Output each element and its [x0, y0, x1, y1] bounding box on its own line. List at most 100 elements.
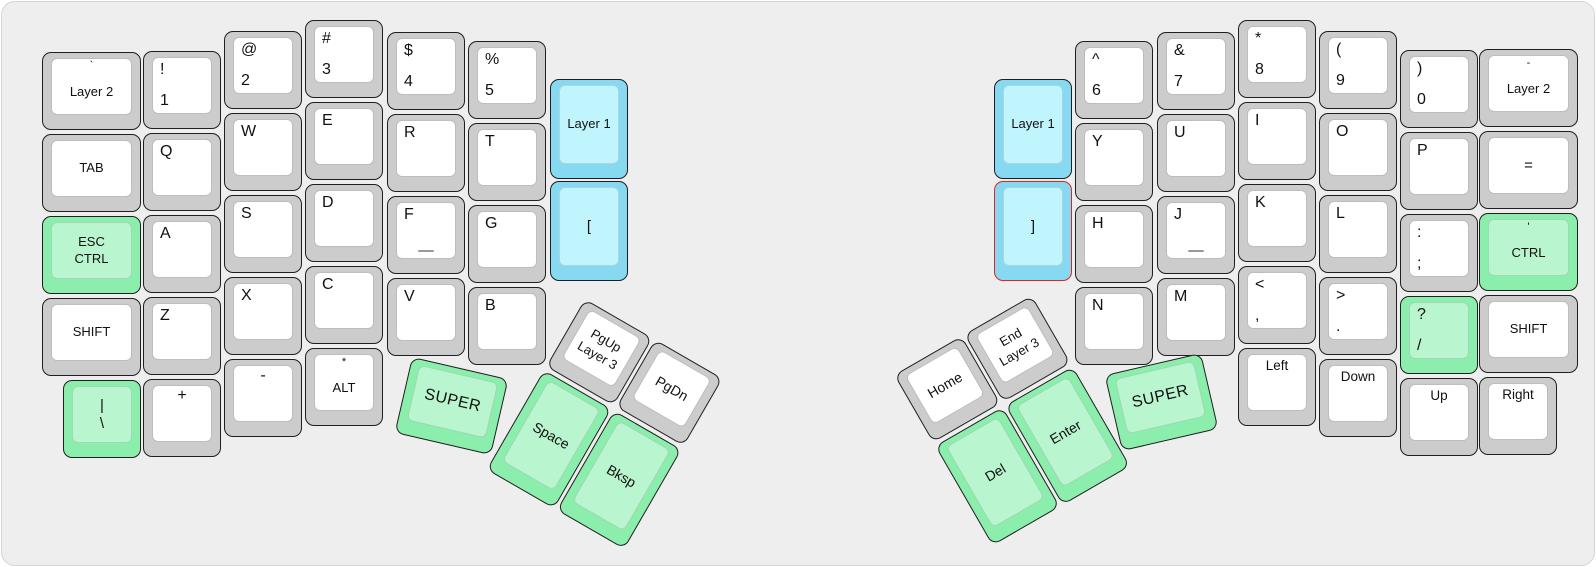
keycap-top: $4	[396, 38, 456, 95]
key-legend: G	[485, 215, 498, 232]
key-u[interactable]: U	[1157, 114, 1235, 192]
key-legend: X	[241, 287, 252, 304]
key-t[interactable]: T	[468, 123, 546, 201]
key-r[interactable]: R	[387, 114, 465, 192]
key-legend: K	[1255, 194, 1266, 211]
key-legend: )	[1417, 60, 1423, 77]
keycap-top: Layer 1	[1003, 85, 1063, 164]
keycap-top: (9	[1328, 37, 1388, 94]
key-minus-left[interactable]: -	[224, 359, 302, 437]
key-legend: L	[1336, 205, 1345, 222]
key-super-right[interactable]: SUPER	[1104, 352, 1219, 452]
keycap-top: W	[233, 119, 293, 176]
key-caret-6[interactable]: ^6	[1075, 41, 1153, 119]
key-legend: 7	[1174, 72, 1183, 90]
key-l[interactable]: L	[1319, 195, 1397, 273]
key-equals[interactable]: =	[1479, 131, 1578, 209]
key-asterisk-8[interactable]: *8	[1238, 20, 1316, 98]
key-grave-layer2[interactable]: `Layer 2	[42, 52, 141, 130]
key-legend: 9	[1336, 71, 1345, 89]
key-super-left[interactable]: SUPER	[394, 356, 509, 456]
key-arrow-up[interactable]: Up	[1400, 378, 1478, 456]
key-legend: *	[341, 356, 347, 368]
key-legend: TAB	[79, 160, 104, 176]
key-legend: SUPER	[422, 385, 483, 416]
key-g[interactable]: G	[468, 205, 546, 283]
keycap-top: O	[1328, 119, 1388, 176]
key-at-2[interactable]: @2	[224, 31, 302, 109]
key-asterisk-alt[interactable]: *ALT	[305, 348, 383, 426]
keycap-top: SHIFT	[51, 304, 132, 361]
key-y[interactable]: Y	[1075, 123, 1153, 201]
key-arrow-right[interactable]: Right	[1479, 377, 1557, 455]
key-v[interactable]: V	[387, 278, 465, 356]
key-k[interactable]: K	[1238, 184, 1316, 262]
key-hash-3[interactable]: #3	[305, 20, 383, 98]
key-i[interactable]: I	[1238, 102, 1316, 180]
key-rbracket[interactable]: ]	[994, 181, 1072, 281]
keycap-top: B	[477, 293, 537, 350]
key-legend: (	[1336, 41, 1342, 58]
key-layer1-left[interactable]: Layer 1	[550, 79, 628, 179]
key-question-slash[interactable]: ?/	[1400, 296, 1478, 374]
key-x[interactable]: X	[224, 277, 302, 355]
key-c[interactable]: C	[305, 266, 383, 344]
key-shift-right[interactable]: SHIFT	[1479, 295, 1578, 373]
key-legend: /	[1417, 336, 1422, 354]
key-shift-left[interactable]: SHIFT	[42, 298, 141, 376]
key-arrow-left[interactable]: Left	[1238, 348, 1316, 426]
key-f[interactable]: F	[387, 196, 465, 274]
key-legend: S	[241, 205, 252, 222]
keycap-top: T	[477, 129, 537, 186]
key-p[interactable]: P	[1400, 132, 1478, 210]
key-pipe-backslash[interactable]: |\	[63, 380, 141, 458]
key-s[interactable]: S	[224, 195, 302, 273]
key-n[interactable]: N	[1075, 287, 1153, 365]
key-z[interactable]: Z	[143, 297, 221, 375]
keycap-top: G	[477, 211, 537, 268]
keycap-top: TAB	[51, 140, 132, 197]
key-q[interactable]: Q	[143, 133, 221, 211]
key-legend: 2	[241, 71, 250, 89]
keycap-top: F	[396, 202, 456, 259]
key-layer1-right[interactable]: Layer 1	[994, 79, 1072, 179]
key-j[interactable]: J	[1157, 196, 1235, 274]
key-e[interactable]: E	[305, 102, 383, 180]
key-greater-period[interactable]: >.	[1319, 277, 1397, 355]
key-tab[interactable]: TAB	[42, 134, 141, 212]
keycap-top: %5	[477, 47, 537, 104]
key-o[interactable]: O	[1319, 113, 1397, 191]
keycap-top: PgDn	[631, 349, 712, 429]
key-less-comma[interactable]: <,	[1238, 266, 1316, 344]
key-amp-7[interactable]: &7	[1157, 32, 1235, 110]
keycap-top: C	[314, 272, 374, 329]
key-rparen-0[interactable]: )0	[1400, 50, 1478, 128]
key-legend: Layer 2	[1506, 80, 1551, 96]
key-m[interactable]: M	[1157, 278, 1235, 356]
key-arrow-down[interactable]: Down	[1319, 359, 1397, 437]
key-b[interactable]: B	[468, 287, 546, 365]
key-minus-layer2[interactable]: - Layer 2	[1479, 49, 1578, 127]
key-h[interactable]: H	[1075, 205, 1153, 283]
keycap-top: SHIFT	[1488, 301, 1569, 358]
key-w[interactable]: W	[224, 113, 302, 191]
key-legend: `	[89, 60, 94, 72]
key-lbracket[interactable]: [	[550, 181, 628, 281]
key-quote-ctrl[interactable]: 'CTRL	[1479, 213, 1578, 291]
key-legend: |	[100, 397, 104, 415]
key-dollar-4[interactable]: $4	[387, 32, 465, 110]
key-percent-5[interactable]: %5	[468, 41, 546, 119]
key-legend: A	[160, 225, 171, 242]
key-exclam-1[interactable]: !1	[143, 51, 221, 129]
key-plus[interactable]: +	[143, 379, 221, 457]
key-legend: -	[1526, 57, 1531, 69]
key-colon-semicolon[interactable]: :;	[1400, 214, 1478, 292]
key-d[interactable]: D	[305, 184, 383, 262]
key-legend: CTRL	[74, 250, 109, 266]
key-lparen-9[interactable]: (9	[1319, 31, 1397, 109]
key-legend: 8	[1255, 60, 1264, 78]
key-legend: ?	[1417, 306, 1426, 323]
key-a[interactable]: A	[143, 215, 221, 293]
